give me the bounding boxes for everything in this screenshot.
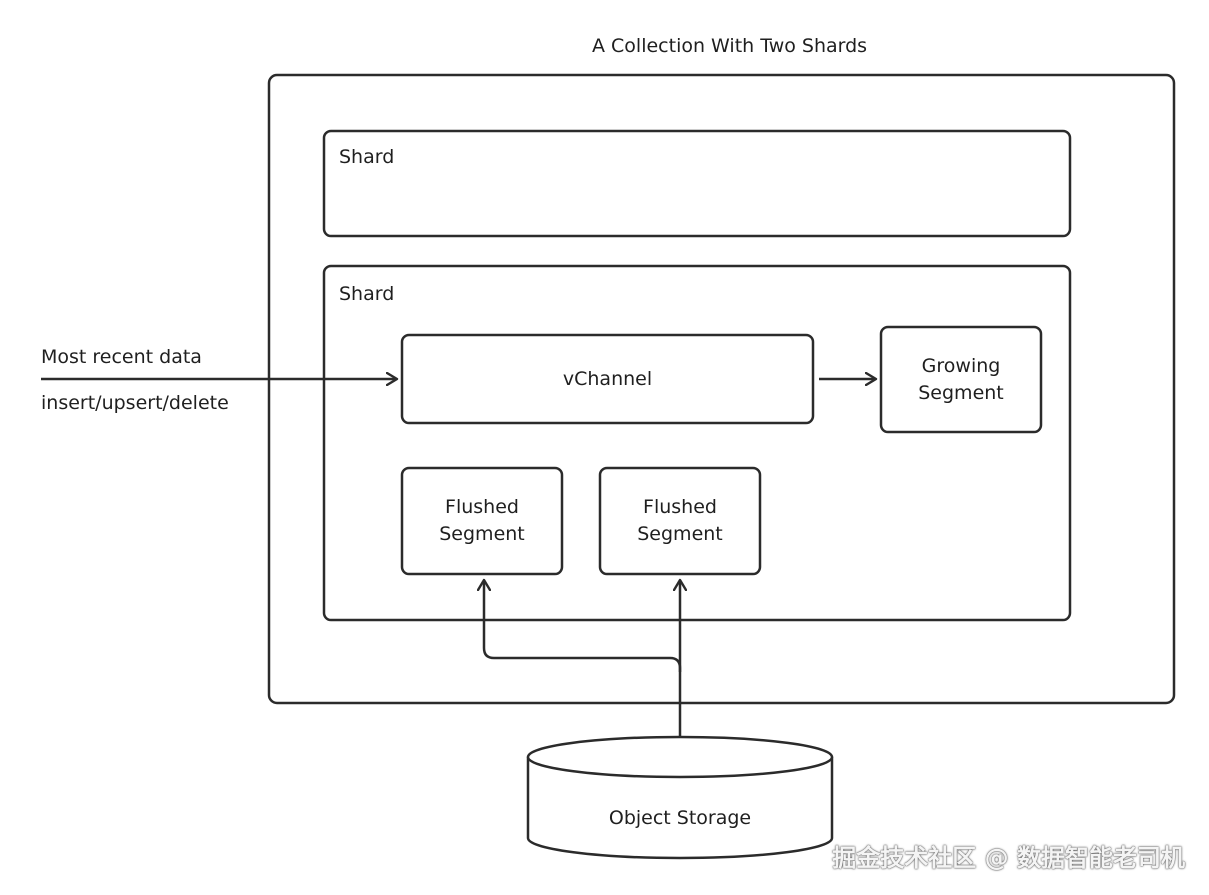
vchannel-text: vChannel (562, 367, 653, 390)
growing-segment-box (879, 325, 1043, 434)
object-storage-label: Object Storage (528, 790, 832, 846)
shard-top-label: Shard (339, 146, 395, 168)
flushed-segment-2-label: Flushed Segment (600, 468, 760, 574)
storage-to-flushed-1-arrow (484, 580, 682, 672)
flushed-segment-1-line1: Flushed (445, 496, 519, 518)
flushed-segment-2-line2: Segment (637, 523, 723, 545)
input-label-top: Most recent data (41, 346, 202, 368)
watermark: 掘金技术社区 @ 数据智能老司机 (832, 844, 1185, 872)
input-label-bottom: insert/upsert/delete (41, 392, 229, 414)
collection-box (267, 73, 1176, 705)
flushed-segment-1-line2: Segment (439, 523, 525, 545)
flushed-segment-2-box (598, 466, 762, 576)
vchannel-label: vChannel (402, 335, 813, 423)
shard-top-box (322, 129, 1072, 238)
object-storage-cylinder (526, 735, 834, 860)
growing-segment-line1: Growing (921, 354, 1001, 377)
shard-bottom-label: Shard (339, 283, 395, 305)
flushed-segment-2-line1: Flushed (643, 496, 717, 518)
flushed-segment-1-box (400, 466, 564, 576)
vchannel-box (400, 333, 815, 425)
growing-segment-line2: Segment (918, 381, 1004, 404)
object-storage-text: Object Storage (608, 806, 752, 829)
flushed-segment-1-label: Flushed Segment (402, 468, 562, 574)
shard-bottom-box (322, 264, 1072, 622)
growing-segment-label: Growing Segment (881, 327, 1041, 432)
diagram-title: A Collection With Two Shards (592, 35, 868, 57)
